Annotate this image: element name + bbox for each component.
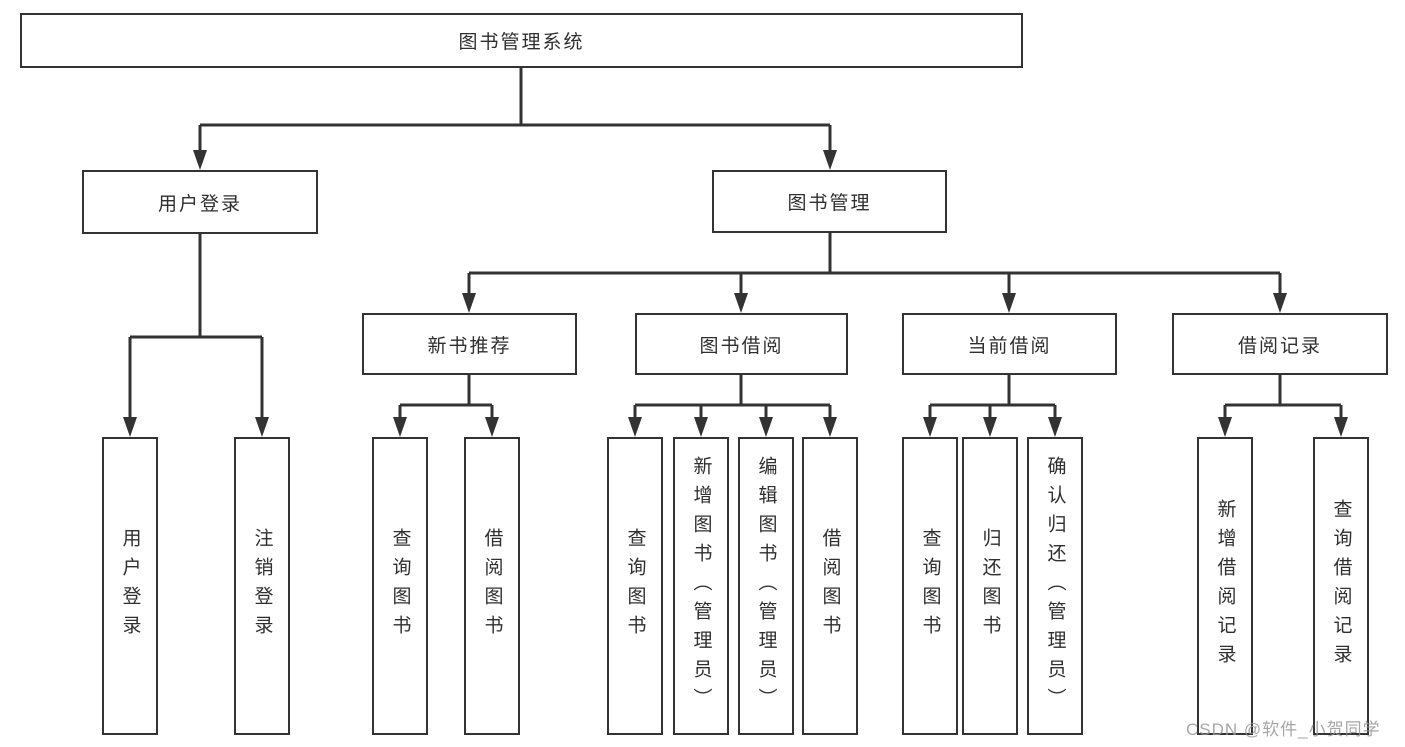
leaf-add-books-admin: 新增图书（管理员） <box>673 437 729 735</box>
csdn-watermark: CSDN @软件_小贺同学 <box>1186 720 1381 739</box>
node-new-book-recommend: 新书推荐 <box>362 313 577 375</box>
leaf-user-login: 用户登录 <box>102 437 158 735</box>
leaf-confirm-return-admin: 确认归还（管理员） <box>1027 437 1083 735</box>
node-user-login: 用户登录 <box>82 170 318 234</box>
leaf-edit-books-admin: 编辑图书（管理员） <box>738 437 794 735</box>
node-root-system: 图书管理系统 <box>20 13 1023 68</box>
leaf-borrow-books: 借阅图书 <box>802 437 858 735</box>
leaf-logout: 注销登录 <box>234 437 290 735</box>
leaf-borrow-books-recommend: 借阅图书 <box>464 437 520 735</box>
leaf-query-borrow-record: 查询借阅记录 <box>1313 437 1369 735</box>
leaf-add-borrow-record: 新增借阅记录 <box>1197 437 1253 735</box>
leaf-query-books-borrow: 查询图书 <box>607 437 663 735</box>
node-borrow-records: 借阅记录 <box>1172 313 1388 375</box>
leaf-query-books-recommend: 查询图书 <box>372 437 428 735</box>
node-book-borrow: 图书借阅 <box>635 313 848 375</box>
leaf-return-books: 归还图书 <box>962 437 1018 735</box>
node-book-management: 图书管理 <box>712 170 947 233</box>
node-current-borrow: 当前借阅 <box>902 313 1117 375</box>
leaf-query-books-current: 查询图书 <box>902 437 958 735</box>
